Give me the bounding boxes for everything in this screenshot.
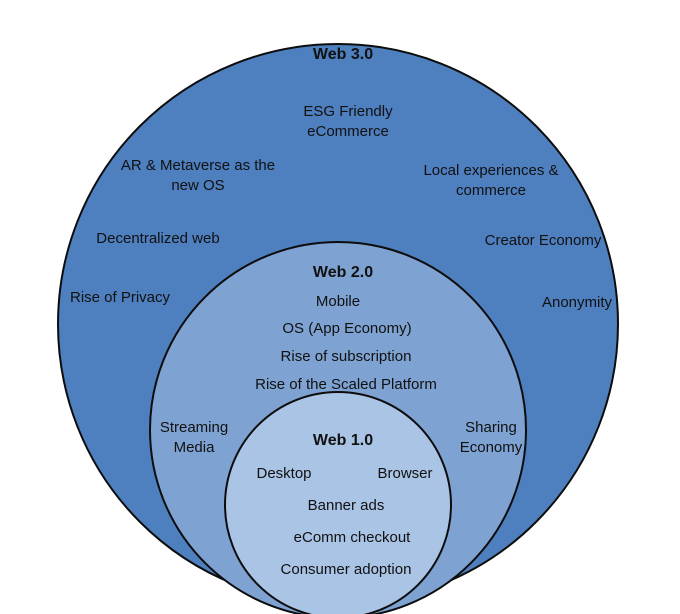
web1-item-adoption: Consumer adoption <box>280 561 412 578</box>
web2-item-mobile: Mobile <box>315 293 361 310</box>
web3-item-decentralized: Decentralized web <box>96 230 220 247</box>
web2-item-os: OS (App Economy) <box>282 320 412 337</box>
web3-item-anonymity: Anonymity <box>541 294 613 311</box>
web1-circle <box>224 391 452 614</box>
web3-item-esg-line1: ESG Friendly <box>303 103 393 120</box>
web1-item-banner: Banner ads <box>307 497 385 514</box>
web2-item-streaming-line1: Streaming <box>159 419 229 436</box>
web3-item-privacy: Rise of Privacy <box>69 289 171 306</box>
web3-item-local-line1: Local experiences & <box>423 162 559 179</box>
web1-item-desktop: Desktop <box>256 465 312 482</box>
web1-item-checkout: eComm checkout <box>293 529 411 546</box>
web2-item-streaming-line2: Media <box>173 439 215 456</box>
web2-item-scaled: Rise of the Scaled Platform <box>255 376 437 393</box>
web3-item-creator: Creator Economy <box>484 232 602 249</box>
web2-title: Web 2.0 <box>312 264 374 281</box>
web3-item-esg-line2: eCommerce <box>307 123 389 140</box>
web1-title: Web 1.0 <box>312 432 374 449</box>
web2-item-subscription: Rise of subscription <box>280 348 412 365</box>
web2-item-sharing-line1: Sharing <box>465 419 517 436</box>
web3-item-ar-line1: AR & Metaverse as the <box>120 157 276 174</box>
web3-title: Web 3.0 <box>312 46 374 63</box>
web2-item-sharing-line2: Economy <box>459 439 523 456</box>
web3-item-ar-line2: new OS <box>171 177 225 194</box>
web3-item-local-line2: commerce <box>455 182 527 199</box>
web1-item-browser: Browser <box>377 465 433 482</box>
